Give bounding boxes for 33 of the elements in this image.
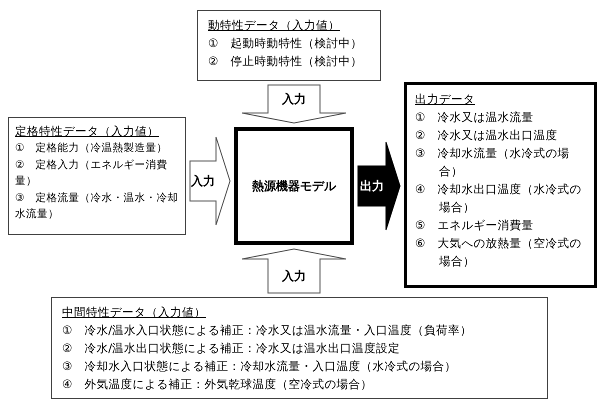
data-box — [8, 117, 186, 235]
list-item: ② 冷水/温水出口状態による補正：冷水又は温水出口温度設定 — [62, 340, 402, 357]
model-title: 熱源機器モデル — [252, 178, 336, 195]
list-item: ⑥ 大気への放熱量（空冷式の場合） — [415, 235, 582, 270]
box-heading: 動特性データ（入力値） — [208, 17, 340, 34]
list-item: ④ 外気温度による補正：外気乾球温度（空冷式の場合） — [62, 376, 374, 393]
model-box — [234, 127, 354, 245]
list-item: ⑤ エネルギー消費量 — [415, 217, 534, 234]
list-item: ① 冷水/温水入口状態による補正：冷水又は温水流量・入口温度（負荷率） — [62, 322, 474, 339]
list-item: ① 定格能力（冷温熱製造量） — [15, 141, 168, 156]
data-box — [51, 297, 548, 399]
edge-label: 入力 — [282, 269, 306, 283]
block-arrow — [242, 84, 346, 124]
data-box — [404, 82, 597, 288]
list-item: ② 停止時動特性（検討中） — [208, 53, 364, 70]
list-item: ③ 冷却水流量（水冷式の場合） — [415, 145, 570, 180]
block-arrow — [242, 248, 346, 294]
list-item: ② 冷水又は温水出口温度 — [415, 127, 558, 144]
list-item: ① 冷水又は温水流量 — [415, 109, 534, 126]
block-arrow — [190, 136, 231, 226]
list-item: ④ 冷却水出口温度（水冷式の場合） — [415, 181, 582, 216]
list-item: ③ 定格流量（冷水・温水・冷却水流量） — [15, 190, 179, 222]
list-item: ① 起動時動特性（検討中） — [208, 35, 364, 52]
edge-label: 入力 — [282, 92, 306, 106]
data-box — [197, 10, 381, 81]
edge-label: 入力 — [191, 174, 215, 188]
box-heading: 出力データ — [415, 91, 475, 108]
list-item: ② 定格入力（エネルギー消費量） — [15, 158, 168, 189]
block-arrow — [358, 142, 401, 230]
list-item: ③ 冷却水入口状態による補正：冷却水流量・入口温度（水冷式の場合） — [62, 358, 458, 375]
box-heading: 中間特性データ（入力値） — [62, 304, 206, 321]
box-heading: 定格特性データ（入力値） — [15, 123, 159, 140]
edge-label: 出力 — [360, 179, 384, 193]
